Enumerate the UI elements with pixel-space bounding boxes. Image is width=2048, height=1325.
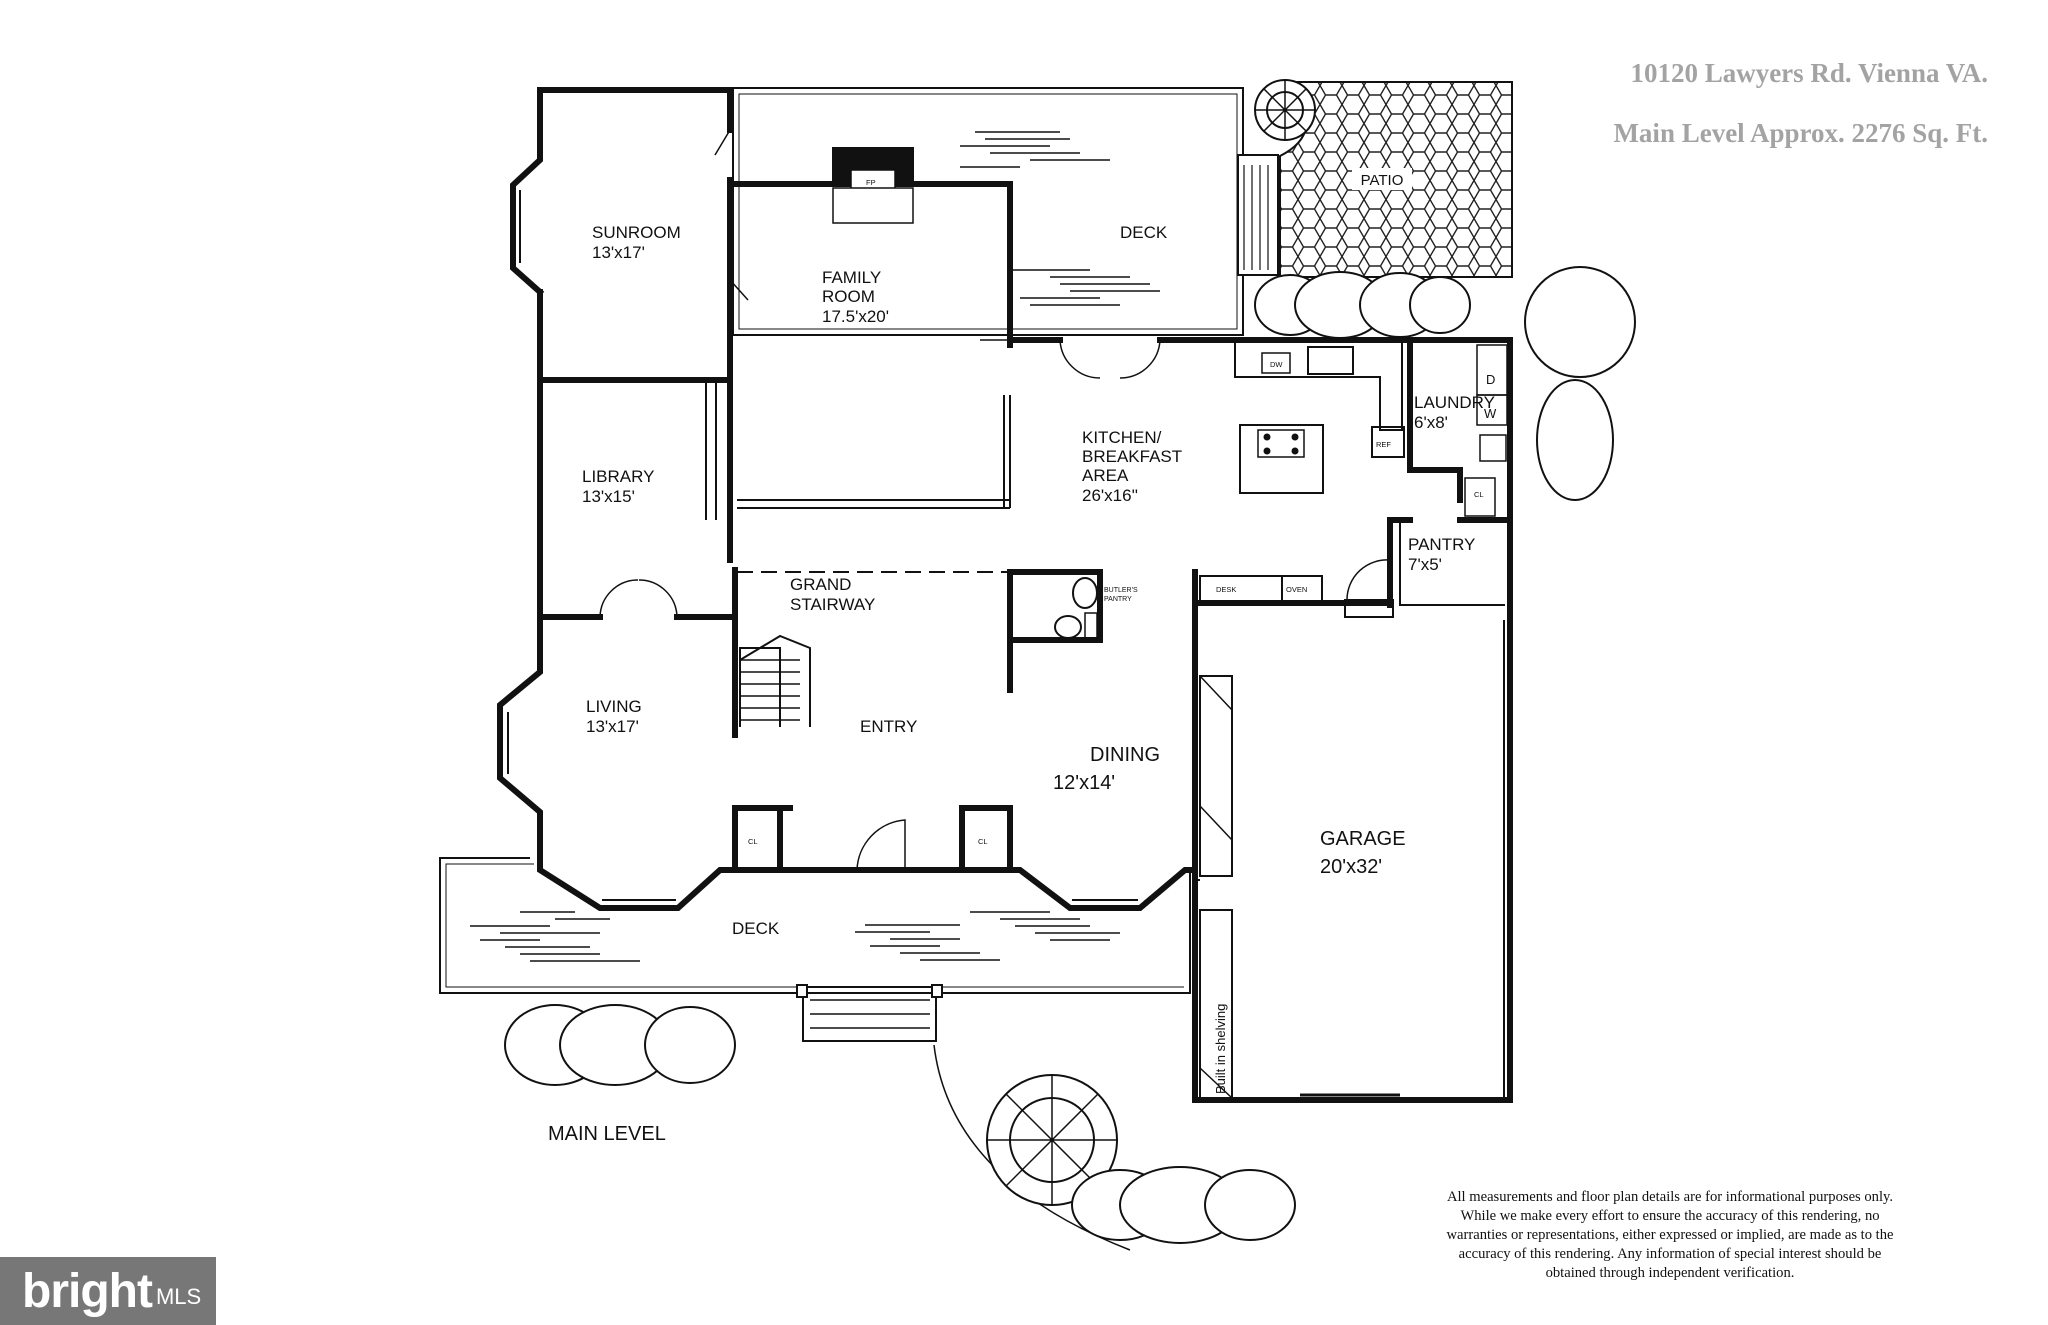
closet-right-label: CL bbox=[978, 837, 988, 846]
fridge-label: REF bbox=[1376, 440, 1391, 449]
garage-name: GARAGE bbox=[1320, 828, 1406, 850]
landscaping bbox=[504, 79, 1636, 1244]
dryer-label: D bbox=[1486, 372, 1495, 387]
living-size: 13'x17' bbox=[586, 717, 639, 736]
dining-size: 12'x14' bbox=[1053, 772, 1115, 794]
badge-brand: bright bbox=[22, 1264, 153, 1318]
area-subtitle: Main Level Approx. 2276 Sq. Ft. bbox=[1613, 118, 1988, 148]
address-title: 10120 Lawyers Rd. Vienna VA. bbox=[1630, 58, 1988, 88]
deck-top bbox=[732, 87, 1244, 341]
bright-mls-badge: bright MLS bbox=[0, 1257, 216, 1325]
entry-name: ENTRY bbox=[860, 717, 917, 736]
desk-label: DESK bbox=[1216, 585, 1236, 594]
washer-label: W bbox=[1484, 406, 1497, 421]
deck-bottom-label: DECK bbox=[732, 919, 780, 938]
fireplace-label: FP bbox=[866, 178, 876, 187]
kitchen-size: 26'x16'' bbox=[1082, 486, 1138, 505]
family-name-2: ROOM bbox=[822, 287, 875, 306]
living-name: LIVING bbox=[586, 697, 642, 716]
pantry-name: PANTRY bbox=[1408, 535, 1475, 554]
kitchen-name-2: BREAKFAST bbox=[1082, 447, 1182, 466]
thin-lines bbox=[501, 129, 1511, 1100]
laundry-name: LAUNDRY bbox=[1414, 393, 1495, 412]
stair-name-1: GRAND bbox=[790, 575, 851, 594]
kitchen-name-3: AREA bbox=[1082, 466, 1129, 485]
sunroom-name: SUNROOM bbox=[592, 223, 681, 242]
pantry-size: 7'x5' bbox=[1408, 555, 1442, 574]
laundry-size: 6'x8' bbox=[1414, 413, 1448, 432]
badge-suffix: MLS bbox=[155, 1284, 202, 1309]
sunroom-size: 13'x17' bbox=[592, 243, 645, 262]
garage-size: 20'x32' bbox=[1320, 856, 1382, 878]
butler-pantry-label-2: PANTRY bbox=[1104, 596, 1132, 603]
family-name-1: FAMILY bbox=[822, 268, 881, 287]
library-name: LIBRARY bbox=[582, 467, 654, 486]
room-labels: SUNROOM 13'x17' FAMILY ROOM 17.5'x20' DE… bbox=[548, 223, 1495, 1145]
level-label: MAIN LEVEL bbox=[548, 1123, 666, 1145]
butler-pantry-label-1: BUTLER'S bbox=[1104, 587, 1138, 594]
dishwasher-label: DW bbox=[1270, 360, 1283, 369]
walls bbox=[497, 87, 1513, 1103]
closet-kitchen-label: CL bbox=[1474, 490, 1484, 499]
closet-left-label: CL bbox=[748, 837, 758, 846]
dining-name: DINING bbox=[1090, 744, 1160, 766]
patio-label: PATIO bbox=[1361, 172, 1404, 189]
family-size: 17.5'x20' bbox=[822, 307, 889, 326]
stair-name-2: STAIRWAY bbox=[790, 595, 875, 614]
patio: PATIO bbox=[1237, 81, 1513, 278]
kitchen-name-1: KITCHEN/ bbox=[1082, 428, 1162, 447]
shelving-label: Built in shelving bbox=[1213, 1004, 1228, 1094]
library-size: 13'x15' bbox=[582, 487, 635, 506]
oven-label: OVEN bbox=[1286, 585, 1307, 594]
fixture-labels: FP DW REF DESK OVEN CL CL CL BUTLER'S PA… bbox=[748, 178, 1497, 1094]
deck-top-label: DECK bbox=[1120, 223, 1168, 242]
disclaimer-text: All measurements and floor plan details … bbox=[1446, 1189, 1894, 1281]
